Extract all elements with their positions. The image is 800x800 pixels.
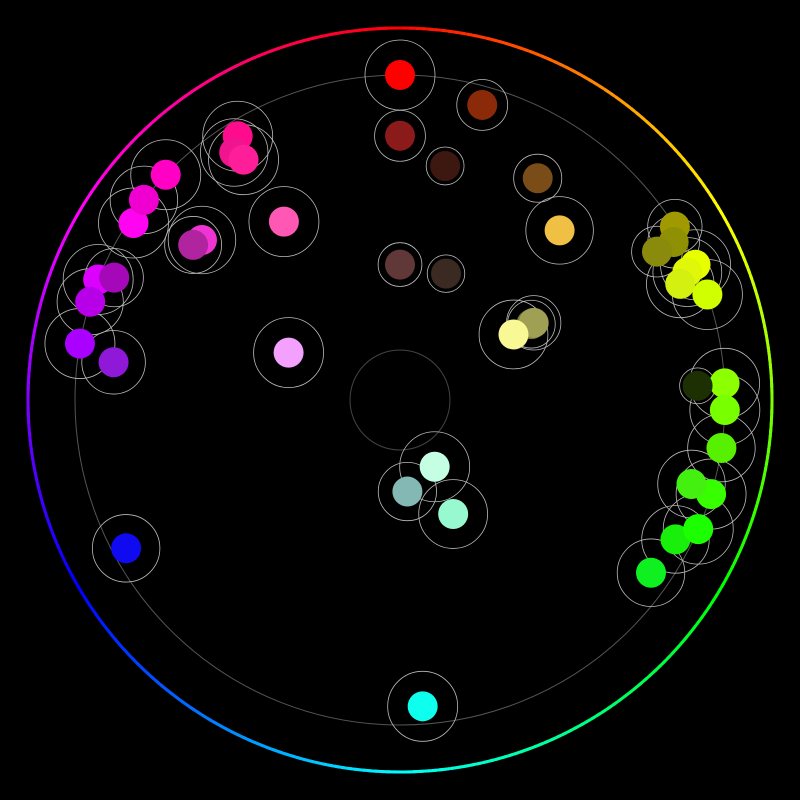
- color-dot-ring: [513, 153, 563, 203]
- color-dot[interactable]: [228, 144, 259, 175]
- color-dot[interactable]: [660, 524, 691, 555]
- color-dot-ring: [91, 514, 161, 583]
- color-dot[interactable]: [118, 208, 149, 239]
- color-dot[interactable]: [467, 89, 498, 120]
- color-dot[interactable]: [273, 337, 304, 368]
- color-dot-ring: [641, 505, 710, 574]
- color-dot[interactable]: [75, 286, 106, 317]
- color-dot-ring: [456, 79, 509, 131]
- color-dot[interactable]: [385, 120, 415, 151]
- color-dot[interactable]: [407, 691, 438, 722]
- color-dot[interactable]: [268, 206, 299, 237]
- color-dot[interactable]: [64, 328, 95, 359]
- color-dot-ring: [167, 205, 237, 275]
- color-dot-ring: [525, 196, 594, 265]
- color-dot[interactable]: [498, 319, 529, 350]
- color-dot[interactable]: [665, 268, 696, 299]
- color-dot[interactable]: [692, 279, 723, 310]
- color-dot-ring: [377, 461, 437, 522]
- color-dot[interactable]: [522, 163, 553, 194]
- color-dot-ring: [418, 479, 488, 549]
- color-dot-ring: [253, 317, 324, 388]
- color-dot[interactable]: [419, 451, 450, 482]
- color-dot-ring: [81, 330, 146, 395]
- color-dot[interactable]: [706, 433, 737, 464]
- center-circle: [349, 349, 451, 451]
- color-dot[interactable]: [709, 368, 740, 399]
- color-dot[interactable]: [438, 499, 469, 530]
- color-dot[interactable]: [98, 347, 129, 378]
- color-dot-ring: [374, 109, 426, 162]
- hue-ring: [26, 26, 774, 774]
- color-dot[interactable]: [385, 249, 415, 280]
- color-dot[interactable]: [385, 60, 415, 90]
- color-dot[interactable]: [682, 370, 713, 401]
- color-dot-ring: [425, 146, 465, 186]
- color-dot[interactable]: [709, 395, 740, 426]
- color-dot-ring: [387, 670, 459, 742]
- color-dot-ring: [130, 139, 202, 211]
- color-dot-ring: [478, 299, 549, 370]
- color-dot[interactable]: [99, 262, 130, 293]
- color-dot[interactable]: [178, 229, 209, 260]
- color-dot[interactable]: [636, 557, 667, 588]
- color-dot-ring: [248, 186, 320, 258]
- color-dot[interactable]: [430, 258, 461, 289]
- color-dot[interactable]: [128, 184, 159, 215]
- color-dot[interactable]: [392, 476, 423, 507]
- color-dot[interactable]: [641, 236, 672, 267]
- color-dot-ring: [426, 254, 466, 293]
- color-dot[interactable]: [430, 150, 461, 181]
- color-dots: [44, 39, 761, 742]
- color-dot-ring: [164, 216, 223, 274]
- color-dot-ring: [616, 538, 686, 607]
- color-dot-ring: [377, 242, 423, 287]
- color-dot-ring: [200, 118, 269, 187]
- color-dot[interactable]: [544, 215, 575, 246]
- color-dot[interactable]: [683, 514, 714, 545]
- color-dot[interactable]: [676, 468, 707, 499]
- color-dot[interactable]: [111, 533, 142, 564]
- color-dot[interactable]: [150, 159, 181, 190]
